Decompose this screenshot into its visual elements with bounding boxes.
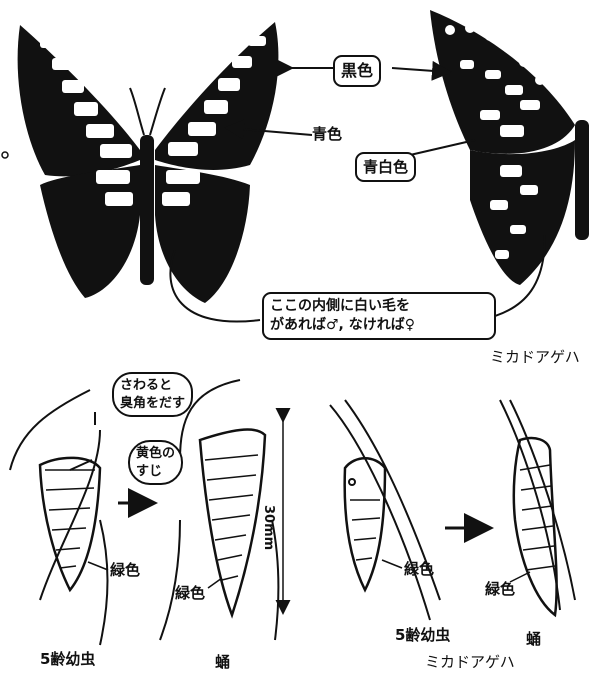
bubble-osmeterium: さわると 臭角をだす [112,372,193,417]
larva-color-left: 緑色 [110,563,140,578]
arrow-black-right [392,68,448,72]
larva-color-right: 緑色 [404,562,434,577]
bubble-yellow-stripe: 黄色の すじ [128,440,183,485]
butterfly-left-icon [18,22,279,303]
butterfly-right-icon [430,10,589,285]
larva-color-pointer [88,562,108,570]
label-black: 黒色 [333,55,381,87]
stripe-line-1: 黄色の [136,445,175,463]
label-blue: 青色 [312,124,342,144]
dot-mark [2,152,8,158]
bottom-left-panel [10,380,278,645]
species-caption-bottom: ミカドアゲハ [425,655,515,670]
larva-caption-left: 5齢幼虫 [40,652,95,667]
sex-note-box: ここの内側に白い毛を があれば♂, なければ♀ [262,292,496,340]
bottom-right-panel [330,400,575,620]
pupa-caption-left: 蛹 [215,655,230,670]
sex-note-line-2: があれば♂, なければ♀ [270,316,488,335]
bubble-line-2: 臭角をだす [120,395,185,413]
label-bluewhite: 青白色 [355,152,416,182]
sex-note-line-1: ここの内側に白い毛を [270,297,488,316]
larva-color-pointer-right [382,560,402,568]
line-bluewhite [410,140,475,155]
species-caption-top: ミカドアゲハ [490,350,580,365]
size-label: 30mm [262,505,275,550]
stripe-line-2: すじ [136,463,175,481]
pupa-color-pointer [208,578,222,588]
larva-caption-right: 5齢幼虫 [395,628,450,643]
pupa-color-left: 緑色 [175,586,205,601]
pupa-caption-right: 蛹 [526,632,541,647]
bubble-line-1: さわると [120,377,185,395]
pupa-color-right: 緑色 [485,582,515,597]
stripe-pointer [70,460,92,470]
